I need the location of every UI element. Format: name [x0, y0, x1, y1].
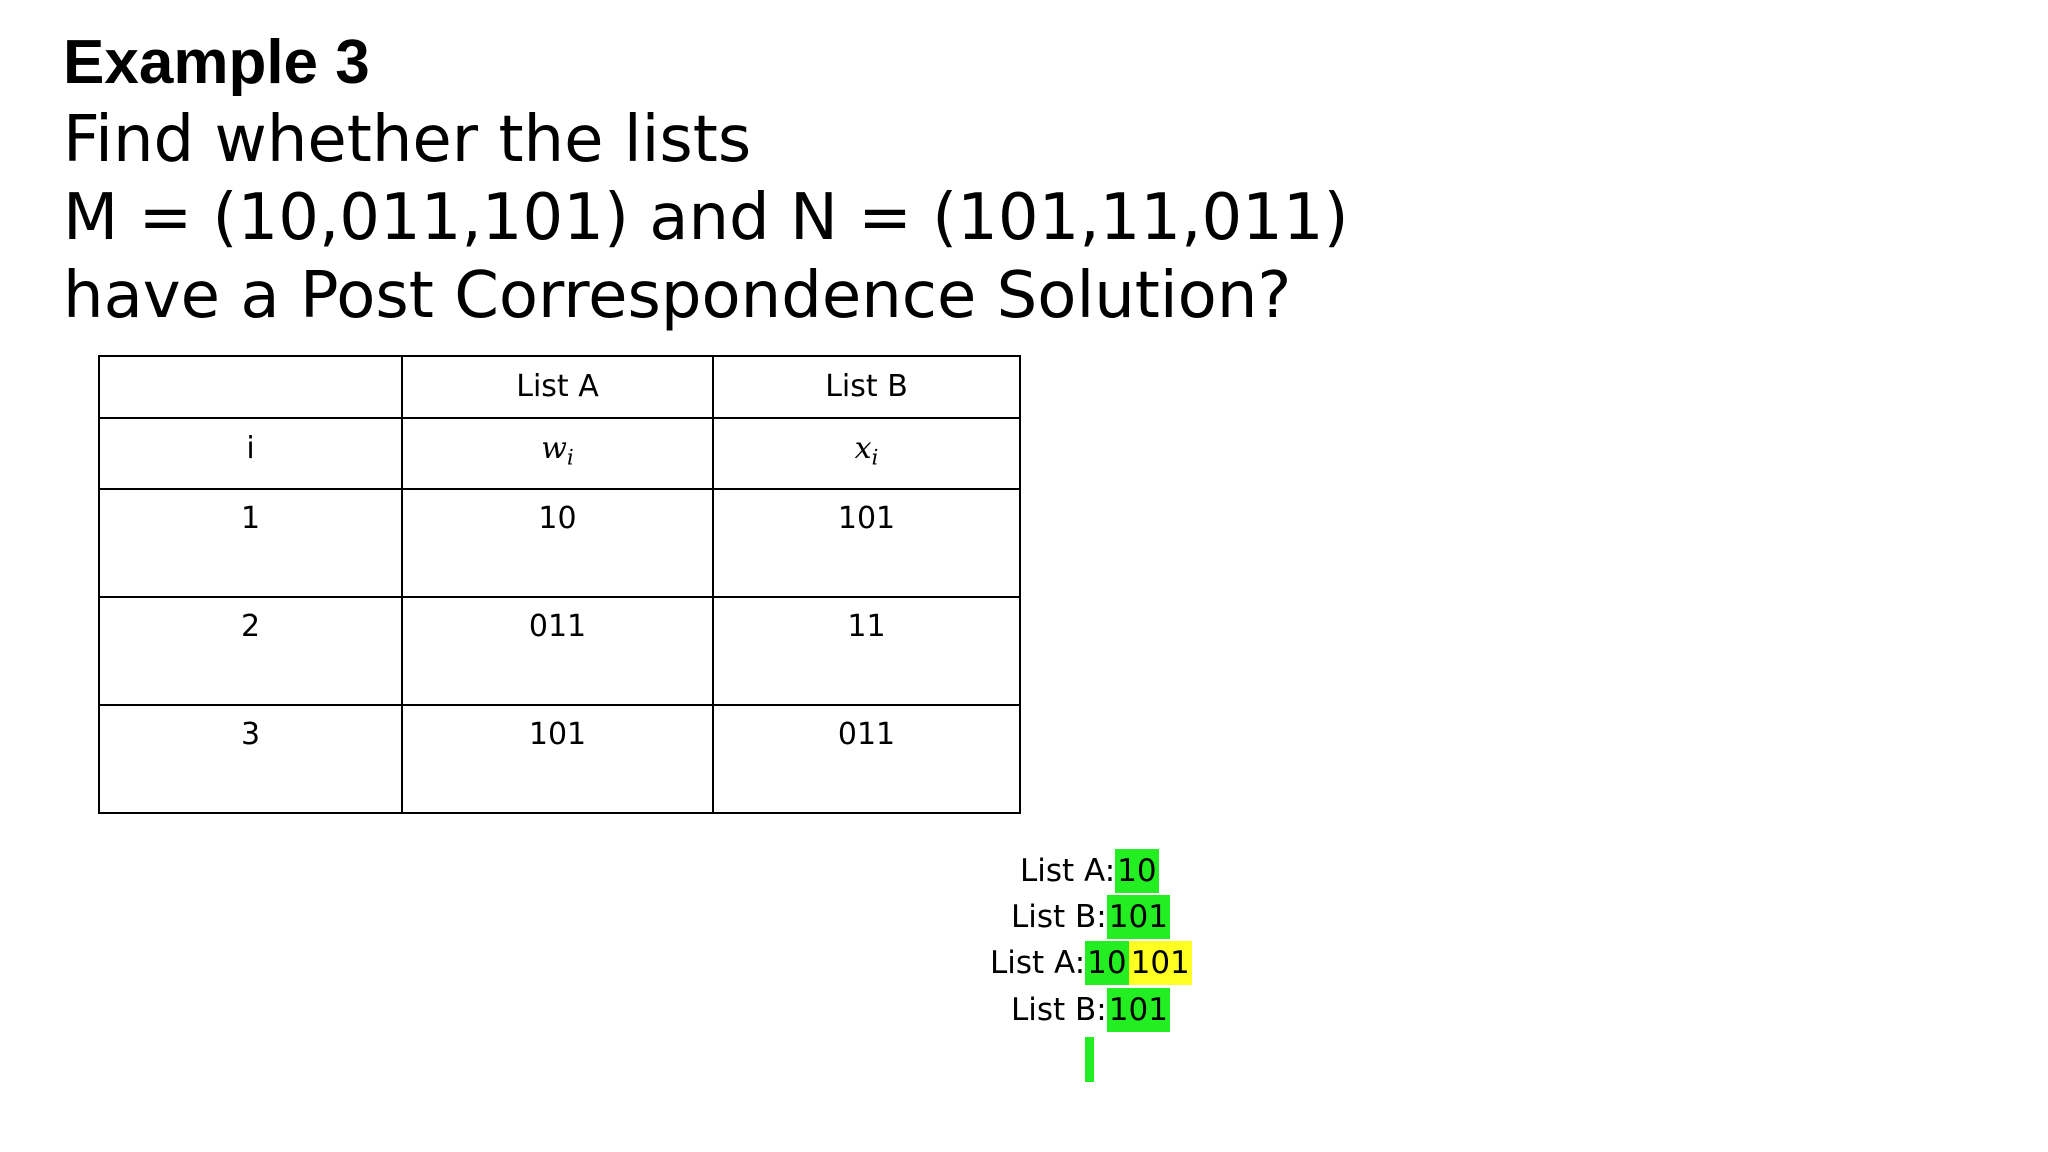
row-list-a-cell: 101 — [401, 704, 714, 815]
row-index-cell: 2 — [98, 596, 403, 707]
trace-line-list-b-1: List B:101 — [1011, 895, 1170, 939]
trace-label: List A: — [1020, 853, 1116, 889]
header-cell-list-b: List B — [712, 355, 1021, 419]
trace-green-highlight: 10 — [1085, 941, 1129, 985]
header-cell-empty — [98, 355, 403, 419]
list-b-subscript: i — [871, 445, 879, 471]
row-list-b-cell: 011 — [712, 704, 1021, 815]
row-list-b-cell: 101 — [712, 488, 1021, 599]
trace-green-highlight: 10 — [1115, 849, 1159, 893]
row-list-b-cell: 11 — [712, 596, 1021, 707]
row-list-a-cell: 011 — [401, 596, 714, 707]
list-a-subscript: i — [566, 445, 574, 471]
trace-label: List B: — [1011, 992, 1107, 1028]
trace-yellow-highlight: 101 — [1128, 941, 1192, 985]
list-a-symbol-cell: wi — [401, 416, 714, 491]
table-symbol-row: i wi xi — [98, 416, 1021, 491]
trace-line-list-a-1: List A:10 — [1020, 849, 1159, 893]
question-line-2: M = (10,011,101) and N = (101,11,011) — [63, 181, 1349, 255]
pcp-table: List A List B i wi xi 1 10 101 2 011 11 … — [98, 355, 1021, 815]
list-b-symbol-cell: xi — [712, 416, 1021, 491]
slide-title: Example 3 — [63, 28, 370, 97]
trace-green-highlight: 101 — [1106, 988, 1170, 1032]
header-cell-list-a: List A — [401, 355, 714, 419]
question-line-3: have a Post Correspondence Solution? — [63, 259, 1292, 333]
green-highlight-bar — [1085, 1037, 1094, 1082]
question-line-1: Find whether the lists — [63, 103, 752, 177]
row-index-cell: 1 — [98, 488, 403, 599]
table-header-row: List A List B — [98, 355, 1021, 419]
index-symbol-cell: i — [98, 416, 403, 491]
list-a-variable: wi — [541, 431, 574, 471]
trace-label: List A: — [990, 945, 1086, 981]
row-list-a-cell: 10 — [401, 488, 714, 599]
list-b-variable: xi — [854, 431, 879, 471]
trace-line-list-b-2: List B:101 — [1011, 988, 1170, 1032]
table-row: 2 011 11 — [98, 596, 1021, 707]
trace-label: List B: — [1011, 899, 1107, 935]
row-index-cell: 3 — [98, 704, 403, 815]
table-row: 1 10 101 — [98, 488, 1021, 599]
question-text: Find whether the lists M = (10,011,101) … — [63, 101, 1349, 335]
table-row: 3 101 011 — [98, 704, 1021, 815]
trace-green-highlight: 101 — [1106, 895, 1170, 939]
